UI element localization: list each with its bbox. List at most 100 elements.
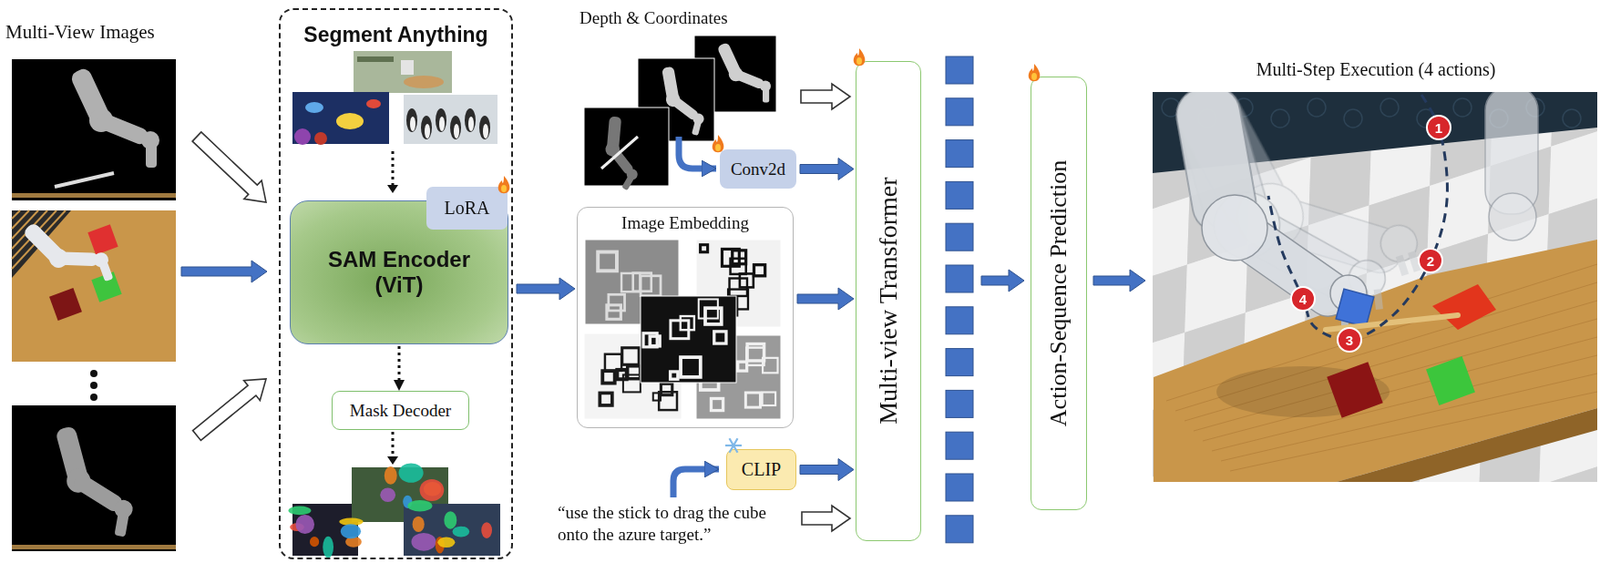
target-square (1432, 284, 1497, 330)
snowflake-arm (725, 444, 742, 447)
block-label: CLIP (741, 459, 781, 481)
trainable-flame-icon (853, 48, 866, 66)
frozen-snowflake-icon (725, 438, 742, 453)
sample-fish (366, 99, 381, 109)
embedding-patch (746, 348, 764, 366)
embedding-patch (670, 371, 678, 380)
dotted-connector (398, 346, 401, 391)
target-square (87, 224, 118, 255)
panel-caption: Multi-Step Execution (4 actions) (1256, 58, 1497, 82)
flow-arrow (1093, 269, 1146, 292)
token (945, 307, 974, 335)
embedding-patch (747, 344, 764, 361)
sample-belly (410, 116, 416, 132)
adapter-tag: LoRA (426, 186, 508, 230)
mask-blob (410, 533, 436, 552)
token (945, 223, 974, 251)
wall-hex (1453, 98, 1472, 117)
label-anchor: 2 (1426, 254, 1435, 268)
block-label: Multi-view Transformer (873, 177, 903, 425)
dotted-arrow (391, 151, 395, 186)
mask-blob (309, 536, 319, 547)
mask-blob (340, 523, 361, 539)
curved-arrow (678, 136, 717, 169)
table-edge (11, 193, 176, 198)
trainable-flame-icon (712, 134, 725, 153)
robot-gripper (98, 260, 113, 282)
sample-image (292, 92, 390, 144)
dotted-arrow-head (387, 456, 399, 465)
callout-number: 1 (1435, 121, 1443, 135)
embedding-patch (729, 278, 748, 297)
input-caption: Depth & Coordinates (579, 7, 729, 30)
token (945, 473, 974, 502)
target-square (1425, 356, 1476, 406)
robot-pose (1171, 92, 1367, 326)
embedding-patch (622, 348, 640, 366)
flame-inner (715, 143, 721, 152)
sample-image (403, 94, 498, 144)
view-shadow (11, 210, 72, 278)
robot-gripper (621, 174, 635, 191)
flow-arrow (181, 260, 267, 283)
blue-cube (1335, 288, 1375, 328)
sample-penguin (406, 108, 418, 133)
embedding-patch (710, 398, 723, 411)
label-anchor: Multi-Step Execution (4 actions) (1256, 58, 1497, 82)
mask-blob (412, 516, 425, 533)
sample-belly (424, 123, 431, 139)
wood-grain (1193, 318, 1598, 431)
robot-joint (1201, 194, 1268, 261)
view-stripe (11, 210, 30, 229)
floor-tile (1537, 465, 1598, 483)
conv-box: Conv2d (719, 149, 797, 189)
target-square (49, 287, 83, 321)
robot-gripper (762, 88, 770, 103)
embedding-patch (721, 248, 739, 267)
wall-hex (1307, 98, 1326, 117)
embedding-patch (714, 331, 727, 344)
embedding-patch (616, 369, 626, 380)
view-image (11, 405, 176, 552)
mask-blob (443, 511, 457, 529)
view-stripe (11, 210, 21, 219)
flame-inner (501, 184, 507, 193)
dotted-arrow-head (387, 184, 399, 194)
view-image (11, 210, 176, 362)
depth-image (584, 107, 669, 186)
embedding-patch (658, 391, 677, 411)
snowflake-arm (729, 438, 739, 453)
wall-hex (1271, 109, 1290, 128)
flame-outer (712, 134, 725, 153)
robot-arm (20, 202, 116, 304)
mask-blob (288, 506, 312, 516)
robot-arm (39, 421, 146, 538)
callout-badge (1426, 115, 1451, 140)
sample-coral (314, 132, 328, 145)
robot-link (55, 251, 99, 267)
text-encoder-box: CLIP (726, 449, 797, 491)
embedding-patch (627, 366, 641, 380)
token (945, 265, 974, 293)
embedding-image (640, 296, 737, 383)
label-anchor: 1 (1435, 121, 1443, 135)
block-label: LoRA (444, 197, 491, 219)
callout-number: 3 (1345, 333, 1354, 348)
mask-blob (295, 514, 315, 534)
mask-blob (407, 500, 432, 513)
hollow-arrow (193, 379, 267, 441)
mask-blob (437, 537, 455, 549)
instruction-text: “use the stick to drag the cube onto the… (557, 502, 781, 546)
wood-grain (1184, 300, 1598, 421)
mask-blob (399, 462, 424, 483)
trajectory (1268, 94, 1447, 340)
embedding-patch (633, 273, 652, 292)
mask-blob (379, 488, 396, 503)
embedding-patch (753, 265, 765, 277)
flow-connector (800, 459, 854, 482)
mask-image (403, 503, 501, 556)
block-label: Action-Sequence Prediction (1045, 160, 1073, 427)
target-square (1326, 361, 1384, 419)
token (945, 181, 974, 209)
